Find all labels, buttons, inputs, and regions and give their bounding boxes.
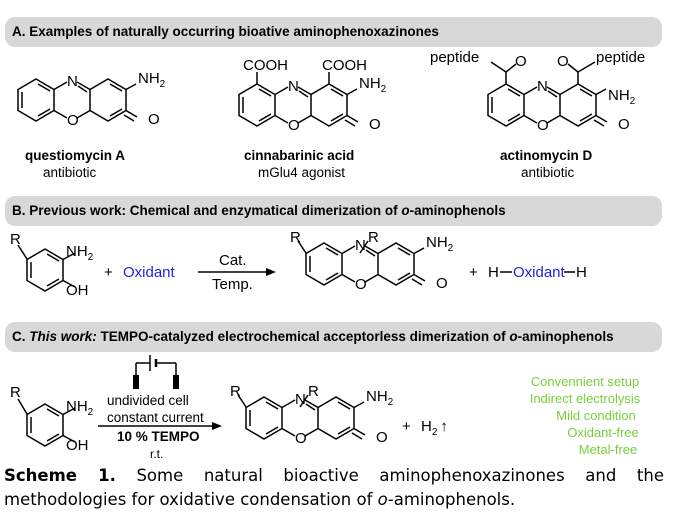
product-c-structure: R R N O O NH2 (230, 383, 394, 447)
arrow-head-b (266, 268, 276, 276)
section-b-italic: o (401, 203, 410, 218)
feature-item: Convennient setup (531, 374, 639, 389)
atom-o-right-ketone: O (557, 53, 569, 70)
atom-n: N (355, 237, 366, 254)
section-c-title-end: -aminophenols (517, 329, 614, 344)
atom-o: O (67, 112, 79, 129)
questiomycin-structure: N O O NH2 (17, 70, 166, 129)
atom-r: R (290, 229, 301, 246)
atom-r: R (10, 384, 21, 401)
atom-o-carbonyl: O (148, 111, 160, 128)
feature-item: Metal-free (579, 442, 638, 457)
peptide-right: peptide (596, 49, 645, 66)
atom-o: O (295, 430, 307, 447)
section-b-title-end: -aminophenols (409, 203, 506, 218)
compound-name-cinnabarinic: cinnabarinic acid (244, 148, 354, 163)
byproduct-h: H (576, 264, 587, 281)
reactant-aminophenol-c: R NH2 OH (10, 384, 94, 454)
oxidant-label: Oxidant (123, 264, 176, 281)
caption-label: Scheme 1. (4, 466, 116, 485)
compound-role-cinnabarinic: mGlu4 agonist (258, 165, 345, 180)
atom-o: O (355, 276, 367, 293)
feature-item: Oxidant-free (567, 425, 639, 440)
section-a-header: A. Examples of naturally occurring bioat… (5, 17, 662, 47)
compound-name-questiomycin: questiomycin A (25, 148, 125, 163)
actinomycin-structure: N O O NH2 peptide O O peptide (430, 49, 645, 134)
condition-temp: Temp. (212, 276, 253, 293)
atom-o: O (288, 117, 300, 134)
feature-item: Mild condition (556, 408, 636, 423)
compound-role-questiomycin: antibiotic (43, 165, 97, 180)
compound-role-actinomycin: antibiotic (521, 165, 575, 180)
atom-o-left-ketone: O (515, 53, 527, 70)
cooh-left: COOH (243, 57, 288, 74)
section-c-label: C. (12, 329, 30, 344)
atom-n: N (537, 78, 548, 95)
section-b-title: B. Previous work: Chemical and enzymatic… (12, 203, 402, 218)
atom-o-carbonyl: O (376, 429, 388, 446)
byproduct-oxidant: Oxidant (513, 264, 566, 281)
atom-nh2: NH2 (66, 243, 94, 263)
condition-tempo: 10 % TEMPO (117, 429, 200, 444)
section-c-italic: o (509, 329, 518, 344)
peptide-left: peptide (430, 49, 479, 66)
condition-cell: undivided cell (107, 393, 189, 408)
atom-oh: OH (66, 282, 89, 299)
atom-n: N (288, 78, 299, 95)
atom-nh2: NH2 (66, 398, 94, 418)
section-b-header: B. Previous work: Chemical and enzymatic… (5, 196, 662, 226)
reactant-aminophenol-b: R NH2 OH (10, 231, 94, 299)
atom-o: O (537, 117, 549, 134)
plus-sign: + (469, 264, 478, 281)
plus-sign: + (104, 264, 113, 281)
product-b-structure: R R N O O NH2 (290, 229, 454, 293)
atom-nh2: NH2 (366, 388, 394, 408)
atom-n: N (67, 73, 78, 90)
caption-italic: o (377, 490, 388, 509)
section-a-title: A. Examples of naturally occurring bioat… (12, 24, 439, 39)
atom-r: R (10, 231, 21, 248)
arrow-head-c (212, 422, 222, 430)
cooh-right: COOH (322, 57, 367, 74)
atom-r: R (308, 383, 319, 400)
hydrogen-gas: H2↑ (421, 418, 448, 438)
atom-r: R (368, 229, 379, 246)
atom-nh2: NH2 (138, 70, 166, 90)
compound-name-actinomycin: actinomycin D (500, 148, 593, 163)
plus-sign: + (402, 418, 411, 435)
feature-item: Indirect electrolysis (530, 391, 641, 406)
atom-nh2: NH2 (608, 87, 636, 107)
condition-cat: Cat. (219, 252, 247, 269)
electrode-right (173, 375, 179, 389)
features-list: Convennient setup Indirect electrolysis … (530, 374, 641, 457)
atom-nh2: NH2 (426, 234, 454, 254)
section-c-header: C. This work: TEMPO-catalyzed electroche… (5, 322, 662, 352)
condition-rt: r.t. (150, 447, 163, 461)
atom-o-carbonyl: O (618, 116, 630, 133)
atom-oh: OH (66, 437, 89, 454)
up-arrow-icon: ↑ (440, 418, 448, 435)
section-c-this-work: This work: (29, 329, 97, 344)
scheme-caption: Scheme 1. Some natural bioactive aminoph… (4, 464, 664, 512)
atom-r: R (230, 383, 241, 400)
atom-o-carbonyl: O (369, 116, 381, 133)
battery-icon (135, 355, 177, 385)
electrode-left (133, 375, 139, 389)
atom-n: N (295, 391, 306, 408)
caption-text: Some natural bioactive aminophenoxazinon… (4, 466, 664, 509)
caption-text-end: -aminophenols. (387, 490, 516, 509)
condition-current: constant current (107, 410, 204, 425)
atom-nh2: NH2 (359, 75, 387, 95)
cinnabarinic-structure: N O O NH2 COOH COOH (238, 57, 387, 134)
byproduct-h: H (488, 264, 499, 281)
section-c-title: TEMPO-catalyzed electrochemical acceptor… (96, 329, 510, 344)
atom-o-carbonyl: O (436, 275, 448, 292)
